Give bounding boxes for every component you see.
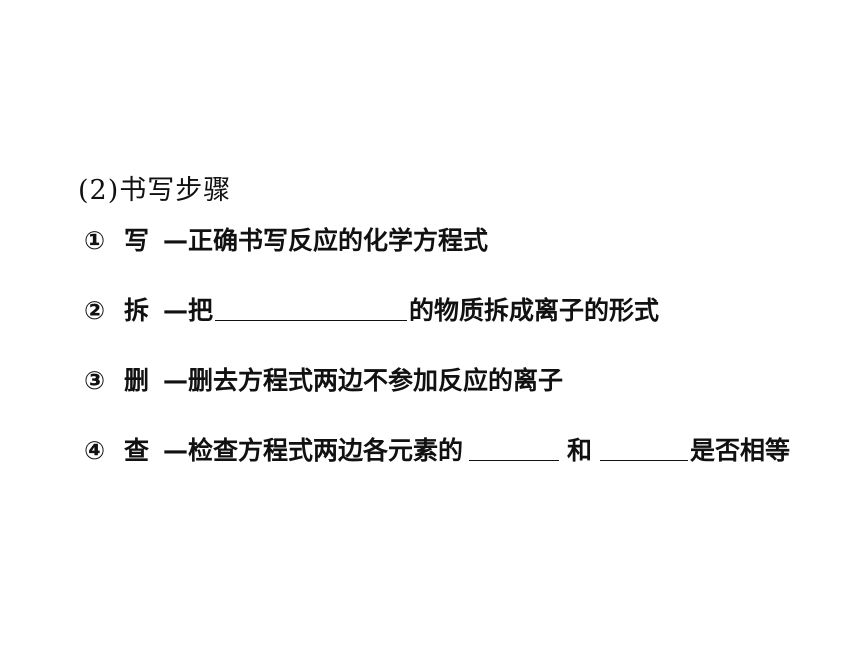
step-2: ② 拆 —把 的物质拆成离子的形式 — [84, 298, 659, 323]
step-number: ① — [84, 226, 106, 255]
step-text: 和 — [567, 436, 593, 465]
step-4: ④ 查 —检查方程式两边各元素的 和 是否相等 — [84, 438, 790, 463]
step-1: ① 写 —正确书写反应的化学方程式 — [84, 228, 488, 253]
step-verb: 写 — [124, 226, 150, 255]
fill-blank — [469, 459, 560, 461]
step-text: —把 — [163, 296, 214, 325]
section-heading: (2)书写步骤 — [78, 175, 232, 206]
step-verb: 查 — [124, 436, 150, 465]
step-number: ③ — [84, 366, 106, 395]
step-3: ③ 删 —删去方程式两边不参加反应的离子 — [84, 368, 563, 393]
step-text: 是否相等 — [690, 436, 791, 465]
step-text: —删去方程式两边不参加反应的离子 — [163, 366, 564, 395]
step-text: 的物质拆成离子的形式 — [409, 296, 660, 325]
fill-blank — [215, 319, 408, 321]
step-verb: 拆 — [124, 296, 150, 325]
fill-blank — [600, 459, 689, 461]
step-number: ④ — [84, 436, 106, 465]
step-verb: 删 — [124, 366, 150, 395]
step-text: —检查方程式两边各元素的 — [163, 436, 464, 465]
step-text: —正确书写反应的化学方程式 — [163, 226, 489, 255]
step-number: ② — [84, 296, 106, 325]
